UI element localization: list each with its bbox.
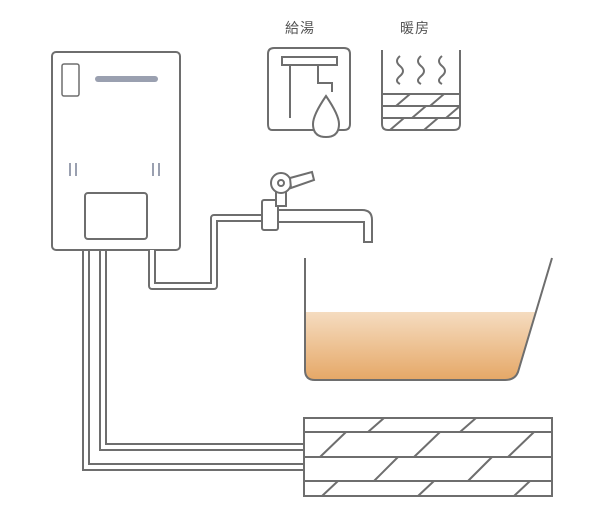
faucet-drop-icon	[267, 47, 351, 139]
faucet	[261, 170, 373, 243]
floor-heating-icon	[381, 50, 461, 131]
unit-display	[61, 63, 80, 97]
heating-label: 暖房	[400, 21, 430, 37]
bathtub	[304, 257, 553, 381]
unit-panel-strip	[95, 76, 158, 82]
bath-water	[305, 312, 535, 380]
unit-cover	[84, 192, 148, 240]
heating-pipes	[82, 250, 304, 471]
floor-heating-panel	[303, 417, 553, 497]
hot-water-label: 給湯	[285, 21, 315, 37]
water-heater-unit	[51, 51, 181, 251]
